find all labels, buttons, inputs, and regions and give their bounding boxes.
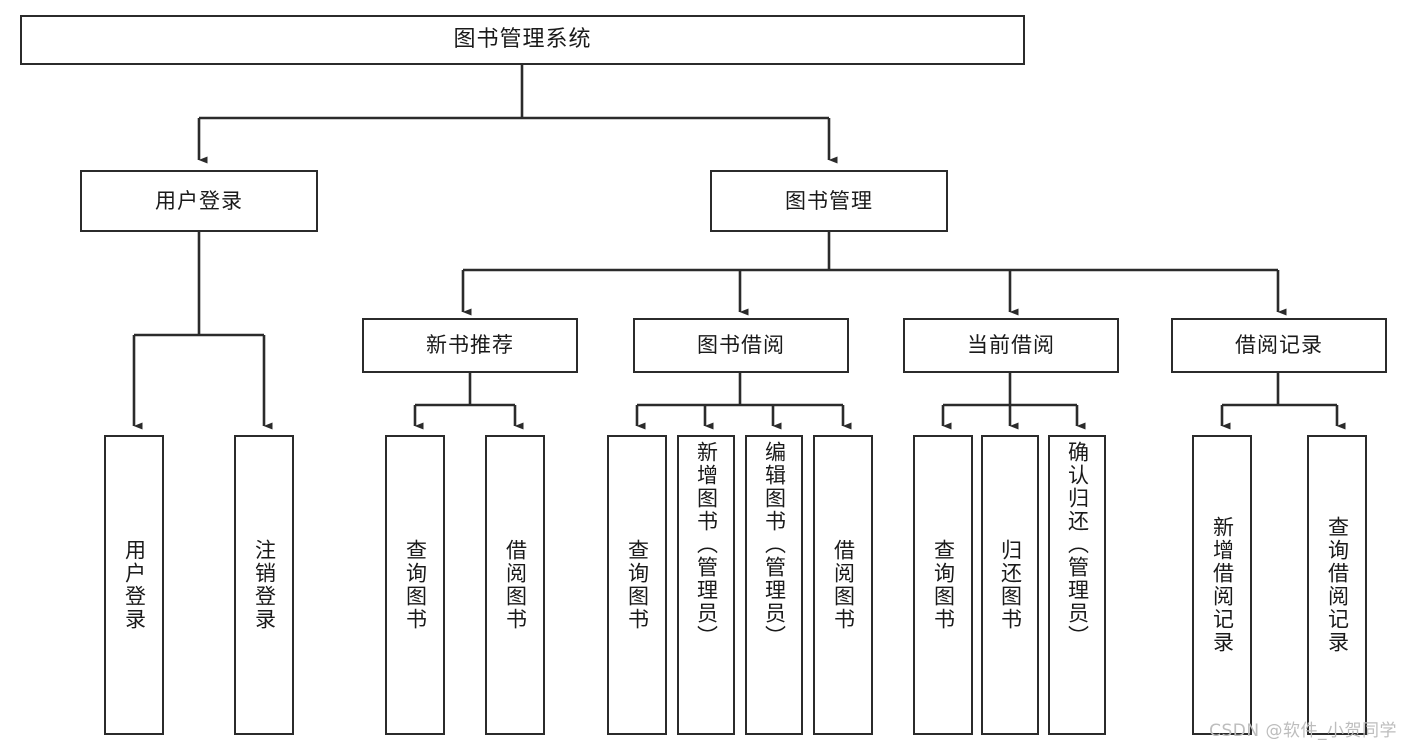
node-label: 借阅图书 xyxy=(831,539,856,631)
node-label: 编辑图书（管理员） xyxy=(762,441,787,648)
leaf-bb-add-book-admin[interactable]: 新增图书（管理员） xyxy=(677,435,735,735)
node-label: 当前借阅 xyxy=(967,333,1055,357)
node-label: 新增借阅记录 xyxy=(1210,516,1235,654)
node-borrow-record[interactable]: 借阅记录 xyxy=(1171,318,1387,373)
leaf-cb-return-book[interactable]: 归还图书 xyxy=(981,435,1039,735)
node-label: 借阅记录 xyxy=(1235,333,1323,357)
watermark: CSDN @软件_小贺同学 xyxy=(1209,721,1397,741)
node-user-login[interactable]: 用户登录 xyxy=(80,170,318,232)
node-label: 确认归还（管理员） xyxy=(1065,441,1090,648)
node-root-system[interactable]: 图书管理系统 xyxy=(20,15,1025,65)
node-label: 查询借阅记录 xyxy=(1325,516,1350,654)
node-label: 查询图书 xyxy=(931,539,956,631)
leaf-bb-borrow-book[interactable]: 借阅图书 xyxy=(813,435,873,735)
leaf-cb-confirm-return-admin[interactable]: 确认归还（管理员） xyxy=(1048,435,1106,735)
leaf-user-login[interactable]: 用户登录 xyxy=(104,435,164,735)
node-label: 图书管理系统 xyxy=(453,27,592,52)
leaf-br-query-record[interactable]: 查询借阅记录 xyxy=(1307,435,1367,735)
node-label: 注销登录 xyxy=(252,539,277,631)
leaf-bb-query-book[interactable]: 查询图书 xyxy=(607,435,667,735)
node-book-borrow[interactable]: 图书借阅 xyxy=(633,318,849,373)
node-label: 借阅图书 xyxy=(503,539,528,631)
node-current-borrow[interactable]: 当前借阅 xyxy=(903,318,1119,373)
node-label: 查询图书 xyxy=(625,539,650,631)
leaf-new-book-borrow[interactable]: 借阅图书 xyxy=(485,435,545,735)
node-label: 查询图书 xyxy=(403,539,428,631)
node-new-book-recommend[interactable]: 新书推荐 xyxy=(362,318,578,373)
leaf-bb-edit-book-admin[interactable]: 编辑图书（管理员） xyxy=(745,435,803,735)
leaf-cb-query-book[interactable]: 查询图书 xyxy=(913,435,973,735)
leaf-new-book-query[interactable]: 查询图书 xyxy=(385,435,445,735)
node-label: 图书借阅 xyxy=(697,333,785,357)
leaf-logout[interactable]: 注销登录 xyxy=(234,435,294,735)
node-label: 图书管理 xyxy=(785,188,873,213)
node-label: 用户登录 xyxy=(155,188,243,213)
node-label: 新增图书（管理员） xyxy=(694,441,719,648)
node-book-management[interactable]: 图书管理 xyxy=(710,170,948,232)
node-label: 用户登录 xyxy=(122,539,147,631)
leaf-br-add-record[interactable]: 新增借阅记录 xyxy=(1192,435,1252,735)
node-label: 新书推荐 xyxy=(426,333,514,357)
node-label: 归还图书 xyxy=(998,539,1023,631)
